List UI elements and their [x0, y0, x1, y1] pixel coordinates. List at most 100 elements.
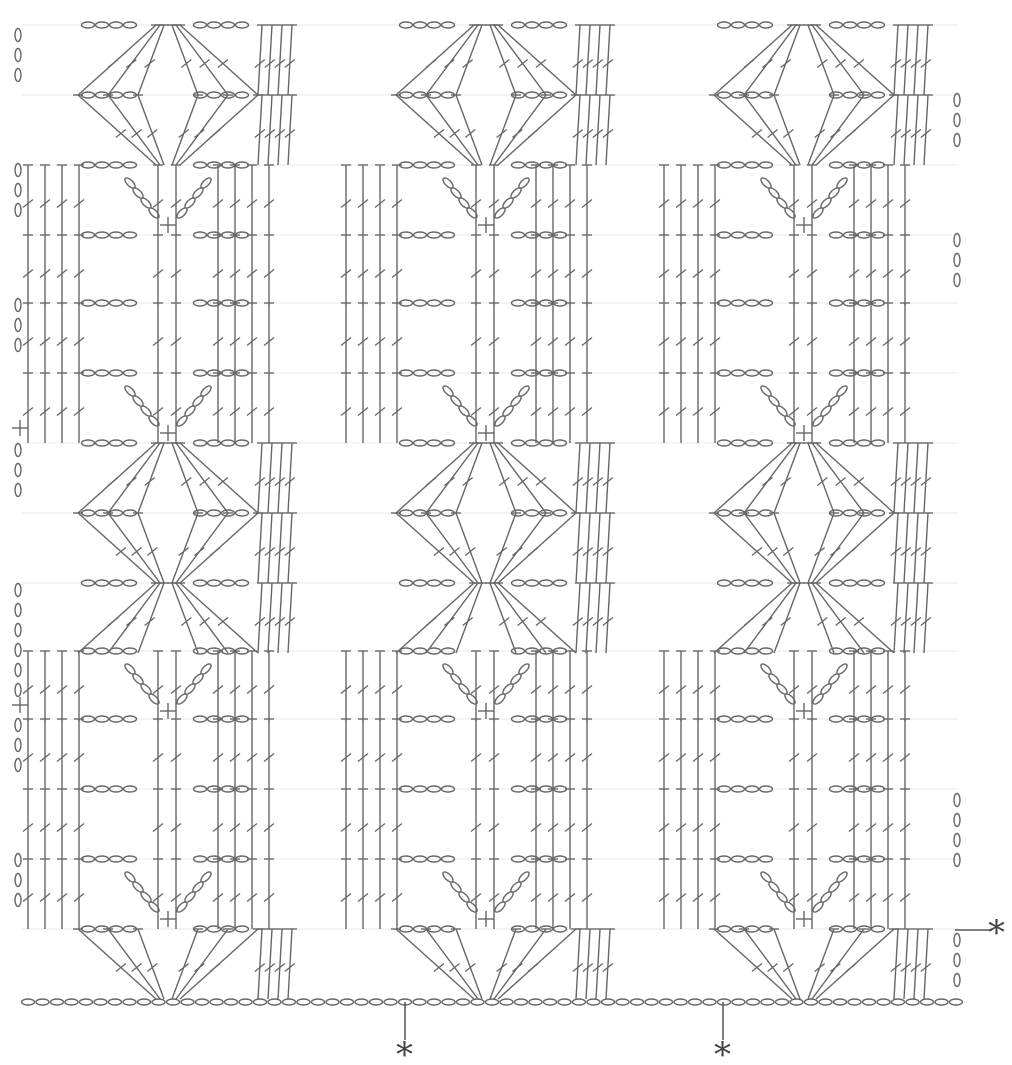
stitch-slash: [518, 618, 528, 626]
stitch-post: [456, 583, 482, 653]
chain-stitch-symbol: [199, 176, 212, 189]
stitch-post: [258, 513, 262, 583]
stitch-slash: [179, 548, 189, 556]
stitch-post: [914, 513, 918, 583]
stitch-slash: [132, 964, 142, 972]
chain-stitch-symbol: [631, 999, 644, 1005]
chain-stitch-symbol: [660, 999, 673, 1005]
stitch-post: [924, 95, 928, 165]
stitch-slash: [836, 618, 846, 626]
stitch-post: [596, 95, 600, 165]
stitch-post: [78, 513, 156, 583]
chain-symbols: [22, 22, 963, 1005]
stitch-post: [924, 929, 928, 999]
chain-stitch-symbol: [239, 999, 252, 1005]
chain-stitch-symbol: [196, 999, 209, 1005]
stitch-post: [812, 443, 864, 513]
turning-chain-symbol: [15, 739, 21, 752]
stitch-post: [576, 513, 580, 583]
stitch-slash: [200, 478, 210, 486]
chain-stitch-symbol: [863, 999, 876, 1005]
stitch-slash: [783, 548, 793, 556]
stitch-slash: [126, 478, 136, 486]
chain-stitch-symbol: [732, 999, 745, 1005]
turning-chain-symbol: [15, 854, 21, 867]
stitch-post: [172, 95, 198, 165]
stitch-post: [396, 95, 474, 165]
stitch-post: [744, 443, 796, 513]
stitch-post: [108, 929, 160, 999]
chain-stitch-symbol: [759, 662, 772, 675]
turning-chain-symbol: [15, 204, 21, 217]
chain-stitch-symbol: [950, 999, 963, 1005]
chain-stitch-symbol: [906, 999, 919, 1005]
chain-stitch-symbol: [587, 999, 600, 1005]
stitch-slash: [465, 548, 475, 556]
stitch-slash: [512, 964, 522, 972]
chain-stitch-symbol: [517, 870, 530, 883]
stitch-post: [138, 443, 164, 513]
stitch-slash: [528, 548, 538, 556]
turning-chain-symbol: [15, 319, 21, 332]
chain-stitch-symbol: [283, 999, 296, 1005]
stitch-post: [172, 513, 198, 583]
turning-chain-symbol: [15, 664, 21, 677]
stitch-slash: [465, 964, 475, 972]
marker-right: *: [988, 913, 1005, 953]
turning-chains: [15, 29, 960, 987]
stitch-post: [606, 929, 610, 999]
turning-chain-symbol: [954, 934, 960, 947]
stitch-post: [816, 443, 894, 513]
stitch-post: [586, 583, 590, 653]
chain-stitch-symbol: [529, 999, 542, 1005]
stitch-slash: [465, 130, 475, 138]
chain-stitch-symbol: [167, 999, 180, 1005]
chain-stitch-symbol: [413, 999, 426, 1005]
stitch-post: [904, 443, 908, 513]
stitch-slash: [194, 964, 204, 972]
turning-chain-symbol: [15, 894, 21, 907]
stitch-post: [744, 25, 796, 95]
turning-chain-symbol: [15, 624, 21, 637]
stitch-slash: [781, 60, 791, 68]
chain-stitch-symbol: [835, 870, 848, 883]
stitch-slash: [817, 618, 827, 626]
chain-stitch-symbol: [65, 999, 78, 1005]
stitch-post: [498, 583, 576, 653]
stitch-post: [288, 929, 292, 999]
chain-stitch-symbol: [254, 999, 267, 1005]
stitch-slash: [817, 60, 827, 68]
stitch-slash: [762, 618, 772, 626]
stitch-post: [258, 95, 262, 165]
stitch-post: [494, 583, 546, 653]
chain-stitch-symbol: [123, 662, 136, 675]
stitch-post: [108, 25, 160, 95]
stitch-slash: [145, 618, 155, 626]
chain-stitch-symbol: [805, 999, 818, 1005]
stitch-slash: [815, 548, 825, 556]
stitch-post: [498, 25, 576, 95]
stitch-post: [714, 929, 792, 999]
stitch-post: [774, 25, 800, 95]
marker-bottom-2: *: [714, 1035, 731, 1065]
turning-chain-symbol: [15, 464, 21, 477]
marker-bottom-1: *: [396, 1035, 413, 1065]
stitch-slash: [744, 60, 754, 68]
stitch-slash: [497, 548, 507, 556]
stitch-post: [288, 583, 292, 653]
chain-stitch-symbol: [123, 384, 136, 397]
turning-chain-symbol: [15, 604, 21, 617]
chain-stitch-symbol: [123, 870, 136, 883]
chain-stitch-symbol: [355, 999, 368, 1005]
turning-chain-symbol: [15, 759, 21, 772]
chain-stitch-symbol: [80, 999, 93, 1005]
stitch-slash: [781, 618, 791, 626]
chain-stitch-symbol: [759, 384, 772, 397]
stitch-post: [606, 95, 610, 165]
turning-chain-symbol: [954, 274, 960, 287]
stitch-post: [426, 25, 478, 95]
stitch-slash: [145, 478, 155, 486]
chain-stitch-symbol: [152, 999, 165, 1005]
stitch-slash: [147, 130, 157, 138]
chain-stitch-symbol: [892, 999, 905, 1005]
